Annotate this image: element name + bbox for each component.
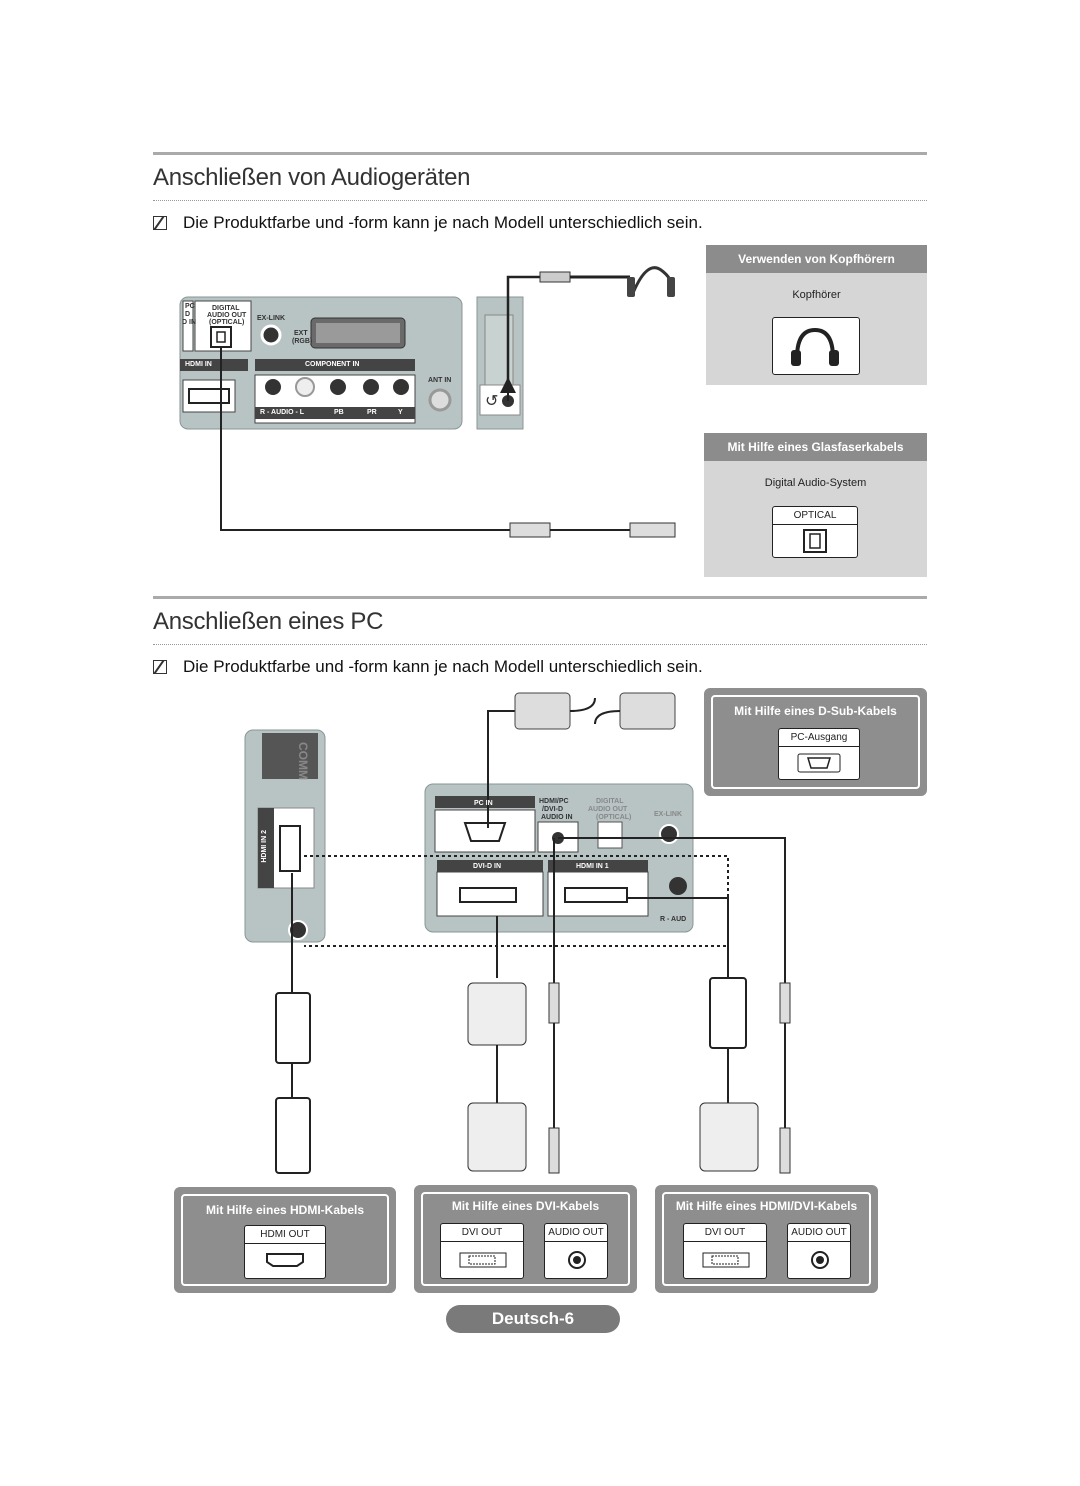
label-d-in: D IN (182, 319, 196, 326)
label-hdmi-in-2: HDMI IN 2 (261, 830, 268, 863)
label-d: D (185, 311, 191, 318)
audio-out-port: AUDIO OUT (787, 1223, 851, 1279)
optical-box: Mit Hilfe eines Glasfaserkabels Digital … (704, 433, 927, 577)
label-hdmi-pc: HDMI/PC (539, 798, 569, 805)
note-text: Die Produktfarbe und -form kann je nach … (183, 657, 703, 676)
label-dvi-d-in: DVI-D IN (473, 863, 501, 870)
hdmi-dvi-box-title: Mit Hilfe eines HDMI/DVI-Kabels (675, 1199, 858, 1213)
pc-diagram (244, 692, 791, 1174)
headphone-box: Verwenden von Kopfhörern Kopfhörer (706, 245, 927, 385)
section-title-pc: Anschließen eines PC (153, 608, 384, 635)
hdmi-out-label: HDMI OUT (245, 1226, 325, 1244)
optical-port-label: OPTICAL (773, 507, 857, 525)
section-rule (153, 596, 927, 599)
label-ant-in: ANT IN (428, 377, 452, 384)
label-ex-link: EX-LINK (257, 315, 285, 322)
label-rgb: (RGB) (292, 338, 313, 345)
note-icon (153, 216, 167, 230)
headphone-label: Kopfhörer (792, 289, 841, 301)
label-digital-pc: DIGITAL (596, 798, 624, 805)
pc-output-label: PC-Ausgang (779, 729, 859, 747)
label-optical: (OPTICAL) (209, 319, 245, 326)
label-pb: PB (334, 409, 344, 416)
optical-port: OPTICAL (772, 506, 858, 558)
label-hdmi-in-1: HDMI IN 1 (576, 863, 609, 870)
audio-out-port: AUDIO OUT (544, 1223, 608, 1279)
label-optical-pc: (OPTICAL) (596, 814, 632, 821)
hdmi-out-port: HDMI OUT (244, 1225, 326, 1279)
section-divider (153, 644, 927, 645)
dvi-box-title: Mit Hilfe eines DVI-Kabels (451, 1199, 600, 1213)
label-ext: EXT (294, 330, 308, 337)
hdmi-dvi-box: Mit Hilfe eines HDMI/DVI-Kabels DVI OUT … (655, 1185, 878, 1293)
optical-box-title: Mit Hilfe eines Glasfaserkabels (704, 433, 927, 461)
note-audio: Die Produktfarbe und -form kann je nach … (153, 213, 703, 233)
label-hdmi-in: HDMI IN (185, 361, 212, 368)
dvi-box-frame (421, 1192, 630, 1286)
pc-output-port: PC-Ausgang (778, 728, 860, 780)
headphone-box-title: Verwenden von Kopfhörern (706, 245, 927, 273)
label-pr: PR (367, 409, 377, 416)
hdmi-box: Mit Hilfe eines HDMI-Kabels HDMI OUT (174, 1187, 396, 1293)
dsub-box-title: Mit Hilfe eines D-Sub-Kabels (734, 704, 897, 718)
hdmi-box-title: Mit Hilfe eines HDMI-Kabels (205, 1203, 365, 1217)
hdmi-box-frame (181, 1194, 389, 1286)
label-aud: R - AUD (660, 916, 687, 923)
label-audio-out: AUDIO OUT (207, 312, 247, 319)
page-number: Deutsch-6 (446, 1305, 620, 1333)
label-pc: PC (185, 303, 195, 310)
label-audio-row: R - AUDIO - L (260, 409, 305, 416)
dvi-box: Mit Hilfe eines DVI-Kabels DVI OUT AUDIO… (414, 1185, 637, 1293)
note-text: Die Produktfarbe und -form kann je nach … (183, 213, 703, 232)
section-title-audio: Anschließen von Audiogeräten (153, 164, 471, 191)
label-audio-in: AUDIO IN (541, 814, 573, 821)
label-y: Y (398, 409, 403, 416)
dsub-box: Mit Hilfe eines D-Sub-Kabels PC-Ausgang (704, 688, 927, 796)
label-audio-out-pc: AUDIO OUT (588, 806, 628, 813)
label-pc-in: PC IN (474, 800, 493, 807)
note-pc: Die Produktfarbe und -form kann je nach … (153, 657, 703, 677)
dvi-out-label: DVI OUT (684, 1224, 766, 1242)
label-comm: COMM (296, 742, 310, 780)
headphone-icon (772, 317, 860, 375)
label-ex-link-pc: EX-LINK (654, 811, 682, 818)
section-divider (153, 200, 927, 201)
note-icon (153, 660, 167, 674)
svg-text:↺: ↺ (485, 391, 498, 410)
audio-out-label: AUDIO OUT (788, 1224, 850, 1242)
hdmi-dvi-box-frame (662, 1192, 871, 1286)
label-dvi-d: /DVI-D (542, 806, 563, 813)
dvi-out-label: DVI OUT (441, 1224, 523, 1242)
audio-diagram: ↺ (179, 266, 676, 538)
dsub-box-frame (711, 695, 920, 789)
optical-label: Digital Audio-System (764, 477, 867, 489)
dvi-out-port: DVI OUT (683, 1223, 767, 1279)
label-component-in: COMPONENT IN (305, 361, 360, 368)
section-rule (153, 152, 927, 155)
audio-out-label: AUDIO OUT (545, 1224, 607, 1242)
dvi-out-port: DVI OUT (440, 1223, 524, 1279)
label-digital: DIGITAL (212, 305, 240, 312)
